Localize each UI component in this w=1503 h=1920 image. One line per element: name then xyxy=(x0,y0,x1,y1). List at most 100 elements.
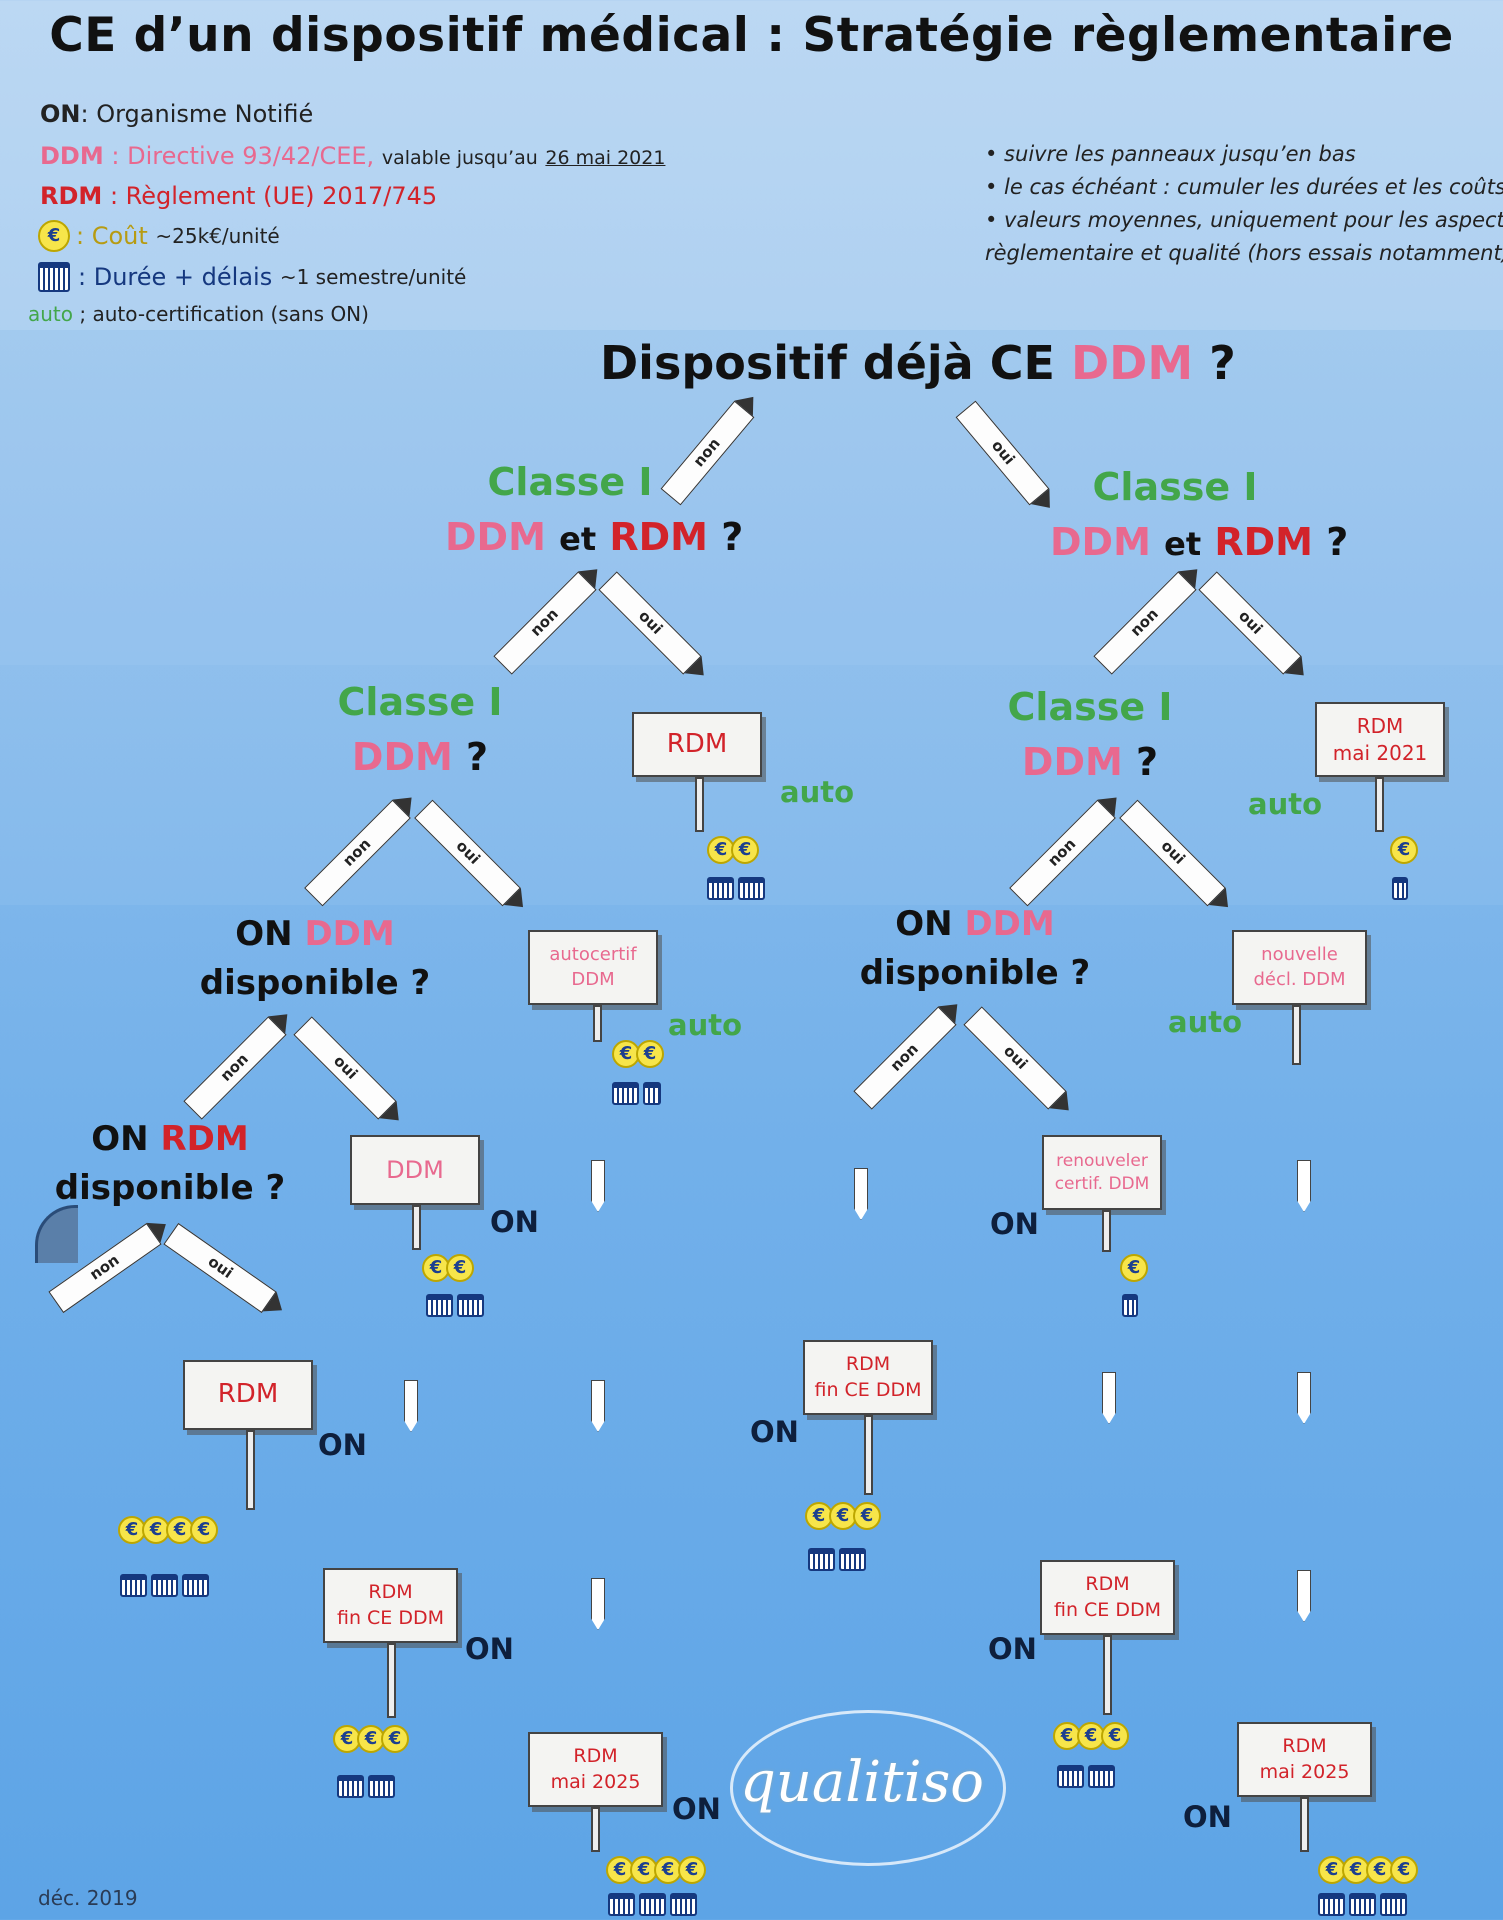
question-right-2-mark: ? xyxy=(1136,740,1159,785)
cost-coins: €€€ xyxy=(805,1502,881,1530)
sign-post xyxy=(1375,777,1384,832)
calendar-icon xyxy=(457,1294,484,1317)
question-left-4-dispo: disponible ? xyxy=(54,1168,286,1209)
question-right-2-ddm: DDM xyxy=(1021,740,1123,785)
sign-post xyxy=(387,1643,396,1718)
note-1: • suivre les panneaux jusqu’en bas xyxy=(985,142,1356,166)
sign-post xyxy=(246,1430,255,1510)
note-3: • valeurs moyennes, uniquement pour les … xyxy=(985,208,1503,232)
calendar-icon xyxy=(120,1574,147,1597)
sign-post xyxy=(864,1415,873,1495)
continue-peg xyxy=(591,1160,605,1212)
legend-auto-key: auto xyxy=(28,302,74,326)
sign-line: fin CE DDM xyxy=(336,1606,444,1629)
sign-line: RDM xyxy=(1085,1572,1130,1595)
calendar-icon xyxy=(608,1893,635,1916)
legend-on: ON: Organisme Notifié xyxy=(40,100,313,128)
calendar-icon xyxy=(426,1294,453,1317)
sign-line: RDM xyxy=(217,1379,279,1410)
question-right-3-on: ON xyxy=(895,904,953,944)
question-root-text: Dispositif déjà CE xyxy=(600,336,1055,390)
question-right-3-ddm: DDM xyxy=(964,904,1055,944)
sign-rdm-fin-ce-ddm: RDM fin CE DDM xyxy=(323,1568,458,1643)
calendar-icon xyxy=(337,1775,364,1798)
legend-rdm: RDM : Règlement (UE) 2017/745 xyxy=(40,182,437,210)
sign-renouveler-certif-ddm: renouveler certif. DDM xyxy=(1042,1135,1162,1210)
sign-autocertif-ddm: autocertif DDM xyxy=(528,930,658,1005)
sign-ddm: DDM xyxy=(350,1135,480,1205)
sign-post xyxy=(1292,1005,1301,1065)
euro-coin-icon: € xyxy=(190,1516,218,1544)
calendar-icon xyxy=(738,877,765,900)
sign-line: décl. DDM xyxy=(1253,968,1346,990)
legend-duration: : Durée + délais ~1 semestre/unité xyxy=(38,262,466,292)
question-right-1-ddm: DDM xyxy=(1050,520,1151,565)
sign-rdm-on: RDM xyxy=(183,1360,313,1430)
euro-coin-icon: € xyxy=(166,1516,194,1544)
sign-post xyxy=(1300,1797,1309,1852)
sign-line: RDM xyxy=(1282,1734,1327,1757)
question-left-3-on: ON xyxy=(235,914,293,954)
legend-ddm-valid: valable jusqu’au xyxy=(381,147,538,169)
continue-peg xyxy=(404,1380,418,1432)
calendar-icon xyxy=(1088,1765,1115,1788)
arrow-non: non xyxy=(183,1016,287,1120)
calendar-icon xyxy=(1318,1893,1345,1916)
mode-auto: auto xyxy=(1168,1005,1243,1039)
duration-calendars xyxy=(707,877,769,900)
legend-auto: auto ; auto-certification (sans ON) xyxy=(28,302,369,326)
page-title: CE d’un dispositif médical : Stratégie r… xyxy=(49,8,1454,63)
mode-on: ON xyxy=(318,1428,367,1462)
euro-coin-icon: € xyxy=(1077,1722,1105,1750)
cost-coins: €€ xyxy=(422,1254,474,1282)
euro-coin-icon: € xyxy=(118,1516,146,1544)
header-band xyxy=(0,0,1503,330)
question-root-ddm: DDM xyxy=(1070,336,1194,390)
question-right-3: ON DDM disponible ? xyxy=(850,900,1100,999)
sign-rdm-fin-ce-ddm: RDM fin CE DDM xyxy=(1040,1560,1175,1635)
sign-line: RDM xyxy=(666,728,728,759)
calendar-icon xyxy=(1380,1893,1407,1916)
question-left-3-dispo: disponible ? xyxy=(199,963,431,1004)
cost-coins: €€€€ xyxy=(1318,1856,1418,1884)
mode-auto: auto xyxy=(1248,787,1323,821)
question-left-2-mark: ? xyxy=(466,735,489,780)
duration-calendars xyxy=(1318,1893,1411,1916)
continue-peg xyxy=(1297,1372,1311,1424)
arrow-oui: oui xyxy=(293,1016,397,1120)
euro-coin-icon: € xyxy=(731,836,759,864)
brand-logo: qualitiso xyxy=(740,1750,984,1815)
sign-post xyxy=(593,1005,602,1042)
question-left-2-ddm: DDM xyxy=(351,735,453,780)
cost-coins: €€€€ xyxy=(118,1516,218,1544)
continue-peg xyxy=(1297,1160,1311,1212)
euro-coin-icon: € xyxy=(1366,1856,1394,1884)
question-left-2-class: Classe I xyxy=(337,680,503,724)
sign-rdm-mai-2021: RDM mai 2021 xyxy=(1315,702,1445,777)
calendar-icon xyxy=(1349,1893,1376,1916)
sign-line: RDM xyxy=(573,1744,618,1767)
calendar-icon xyxy=(839,1548,866,1571)
sign-post xyxy=(591,1807,600,1852)
duration-calendars xyxy=(337,1775,399,1798)
sign-line: RDM xyxy=(368,1580,413,1603)
euro-coin-icon: € xyxy=(38,220,70,252)
euro-coin-icon: € xyxy=(612,1040,640,1068)
legend-ddm: DDM : Directive 93/42/CEE, valable jusqu… xyxy=(40,142,665,170)
euro-coin-icon: € xyxy=(1342,1856,1370,1884)
sign-rdm-auto: RDM xyxy=(632,712,762,777)
legend-auto-text: ; auto-certification (sans ON) xyxy=(79,302,369,326)
mode-auto: auto xyxy=(668,1008,743,1042)
cost-coins: €€€€ xyxy=(606,1856,706,1884)
mode-auto: auto xyxy=(780,775,855,809)
calendar-icon xyxy=(1122,1294,1138,1317)
mode-on: ON xyxy=(990,1207,1039,1241)
sign-post xyxy=(695,777,704,832)
cost-coins: €€ xyxy=(612,1040,664,1068)
sign-line: DDM xyxy=(386,1155,444,1184)
question-root: Dispositif déjà CE DDM ? xyxy=(600,330,1236,397)
sign-line: mai 2025 xyxy=(1259,1760,1350,1783)
sign-rdm-mai-2025: RDM mai 2025 xyxy=(528,1732,663,1807)
arrow-oui: oui xyxy=(963,1006,1067,1110)
euro-coin-icon: € xyxy=(1120,1254,1148,1282)
